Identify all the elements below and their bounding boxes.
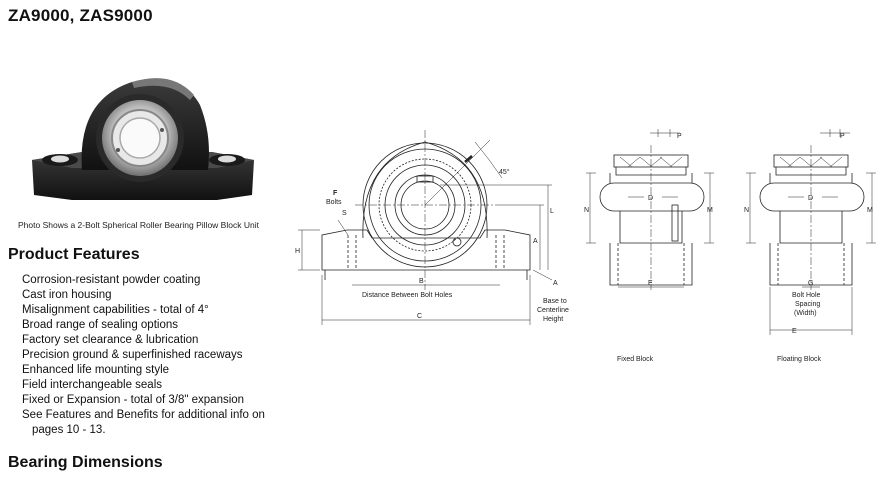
floating-p-label: P — [840, 133, 845, 140]
floating-e-label: E — [792, 328, 797, 335]
feature-item: Enhanced life mounting style — [22, 364, 170, 376]
distance-label: Distance Between Bolt Holes — [362, 292, 453, 299]
fixed-e-label: E — [648, 280, 653, 287]
floating-d-label: D — [808, 195, 813, 202]
h-label: H — [295, 248, 300, 255]
c-label: C — [417, 313, 422, 320]
base-a-label: A — [553, 280, 558, 287]
floating-spacing-1: Bolt Hole — [792, 292, 821, 299]
page-title: ZA9000, ZAS9000 — [8, 6, 153, 25]
feature-item: See Features and Benefits for additional… — [22, 409, 265, 421]
a-label: A — [533, 238, 538, 245]
floating-spacing-3: (Width) — [794, 310, 817, 317]
feature-item: Fixed or Expansion - total of 3/8" expan… — [22, 394, 245, 406]
base-label-2: Centerline — [537, 307, 569, 314]
fixed-p-label: P — [677, 133, 682, 140]
front-view-drawing: 45° F Bolts S H L A B Distance Between B… — [295, 130, 569, 325]
b-label: B — [419, 278, 424, 285]
fixed-m-label: M — [707, 207, 713, 214]
floating-block-drawing: P D N M G Bolt Hole Spacing (Width) E Fl… — [744, 129, 876, 363]
product-features-heading: Product Features — [8, 246, 140, 263]
fixed-block-label: Fixed Block — [617, 356, 654, 363]
feature-item: Corrosion-resistant powder coating — [22, 274, 201, 286]
pillow-block-photo — [32, 78, 254, 200]
feature-item: Cast iron housing — [22, 289, 112, 301]
product-features-list: Corrosion-resistant powder coating Cast … — [22, 273, 265, 438]
bearing-dimensions-heading: Bearing Dimensions — [8, 454, 163, 471]
floating-g-label: G — [808, 280, 813, 287]
angle-label: 45° — [499, 168, 510, 176]
feature-item: Precision ground & superfinished raceway… — [22, 349, 243, 361]
feature-item: Broad range of sealing options — [22, 319, 178, 331]
floating-m-label: M — [867, 207, 873, 214]
l-label: L — [550, 208, 554, 215]
feature-item: pages 10 - 13. — [32, 424, 106, 436]
feature-item: Misalignment capabilities - total of 4° — [22, 304, 209, 316]
base-label-1: Base to — [543, 298, 567, 305]
bolts-label: Bolts — [326, 199, 342, 206]
s-label: S — [342, 210, 347, 217]
feature-item: Factory set clearance & lubrication — [22, 334, 199, 346]
f-label: F — [333, 190, 338, 197]
floating-n-label: N — [744, 207, 749, 214]
floating-block-label: Floating Block — [777, 356, 821, 363]
floating-spacing-2: Spacing — [795, 301, 820, 308]
feature-item: Field interchangeable seals — [22, 379, 163, 391]
fixed-n-label: N — [584, 207, 589, 214]
photo-caption: Photo Shows a 2-Bolt Spherical Roller Be… — [18, 220, 259, 230]
base-label-3: Height — [543, 316, 563, 323]
fixed-d-label: D — [648, 195, 653, 202]
fixed-block-drawing: P D N M E Fixed Block — [584, 129, 714, 363]
